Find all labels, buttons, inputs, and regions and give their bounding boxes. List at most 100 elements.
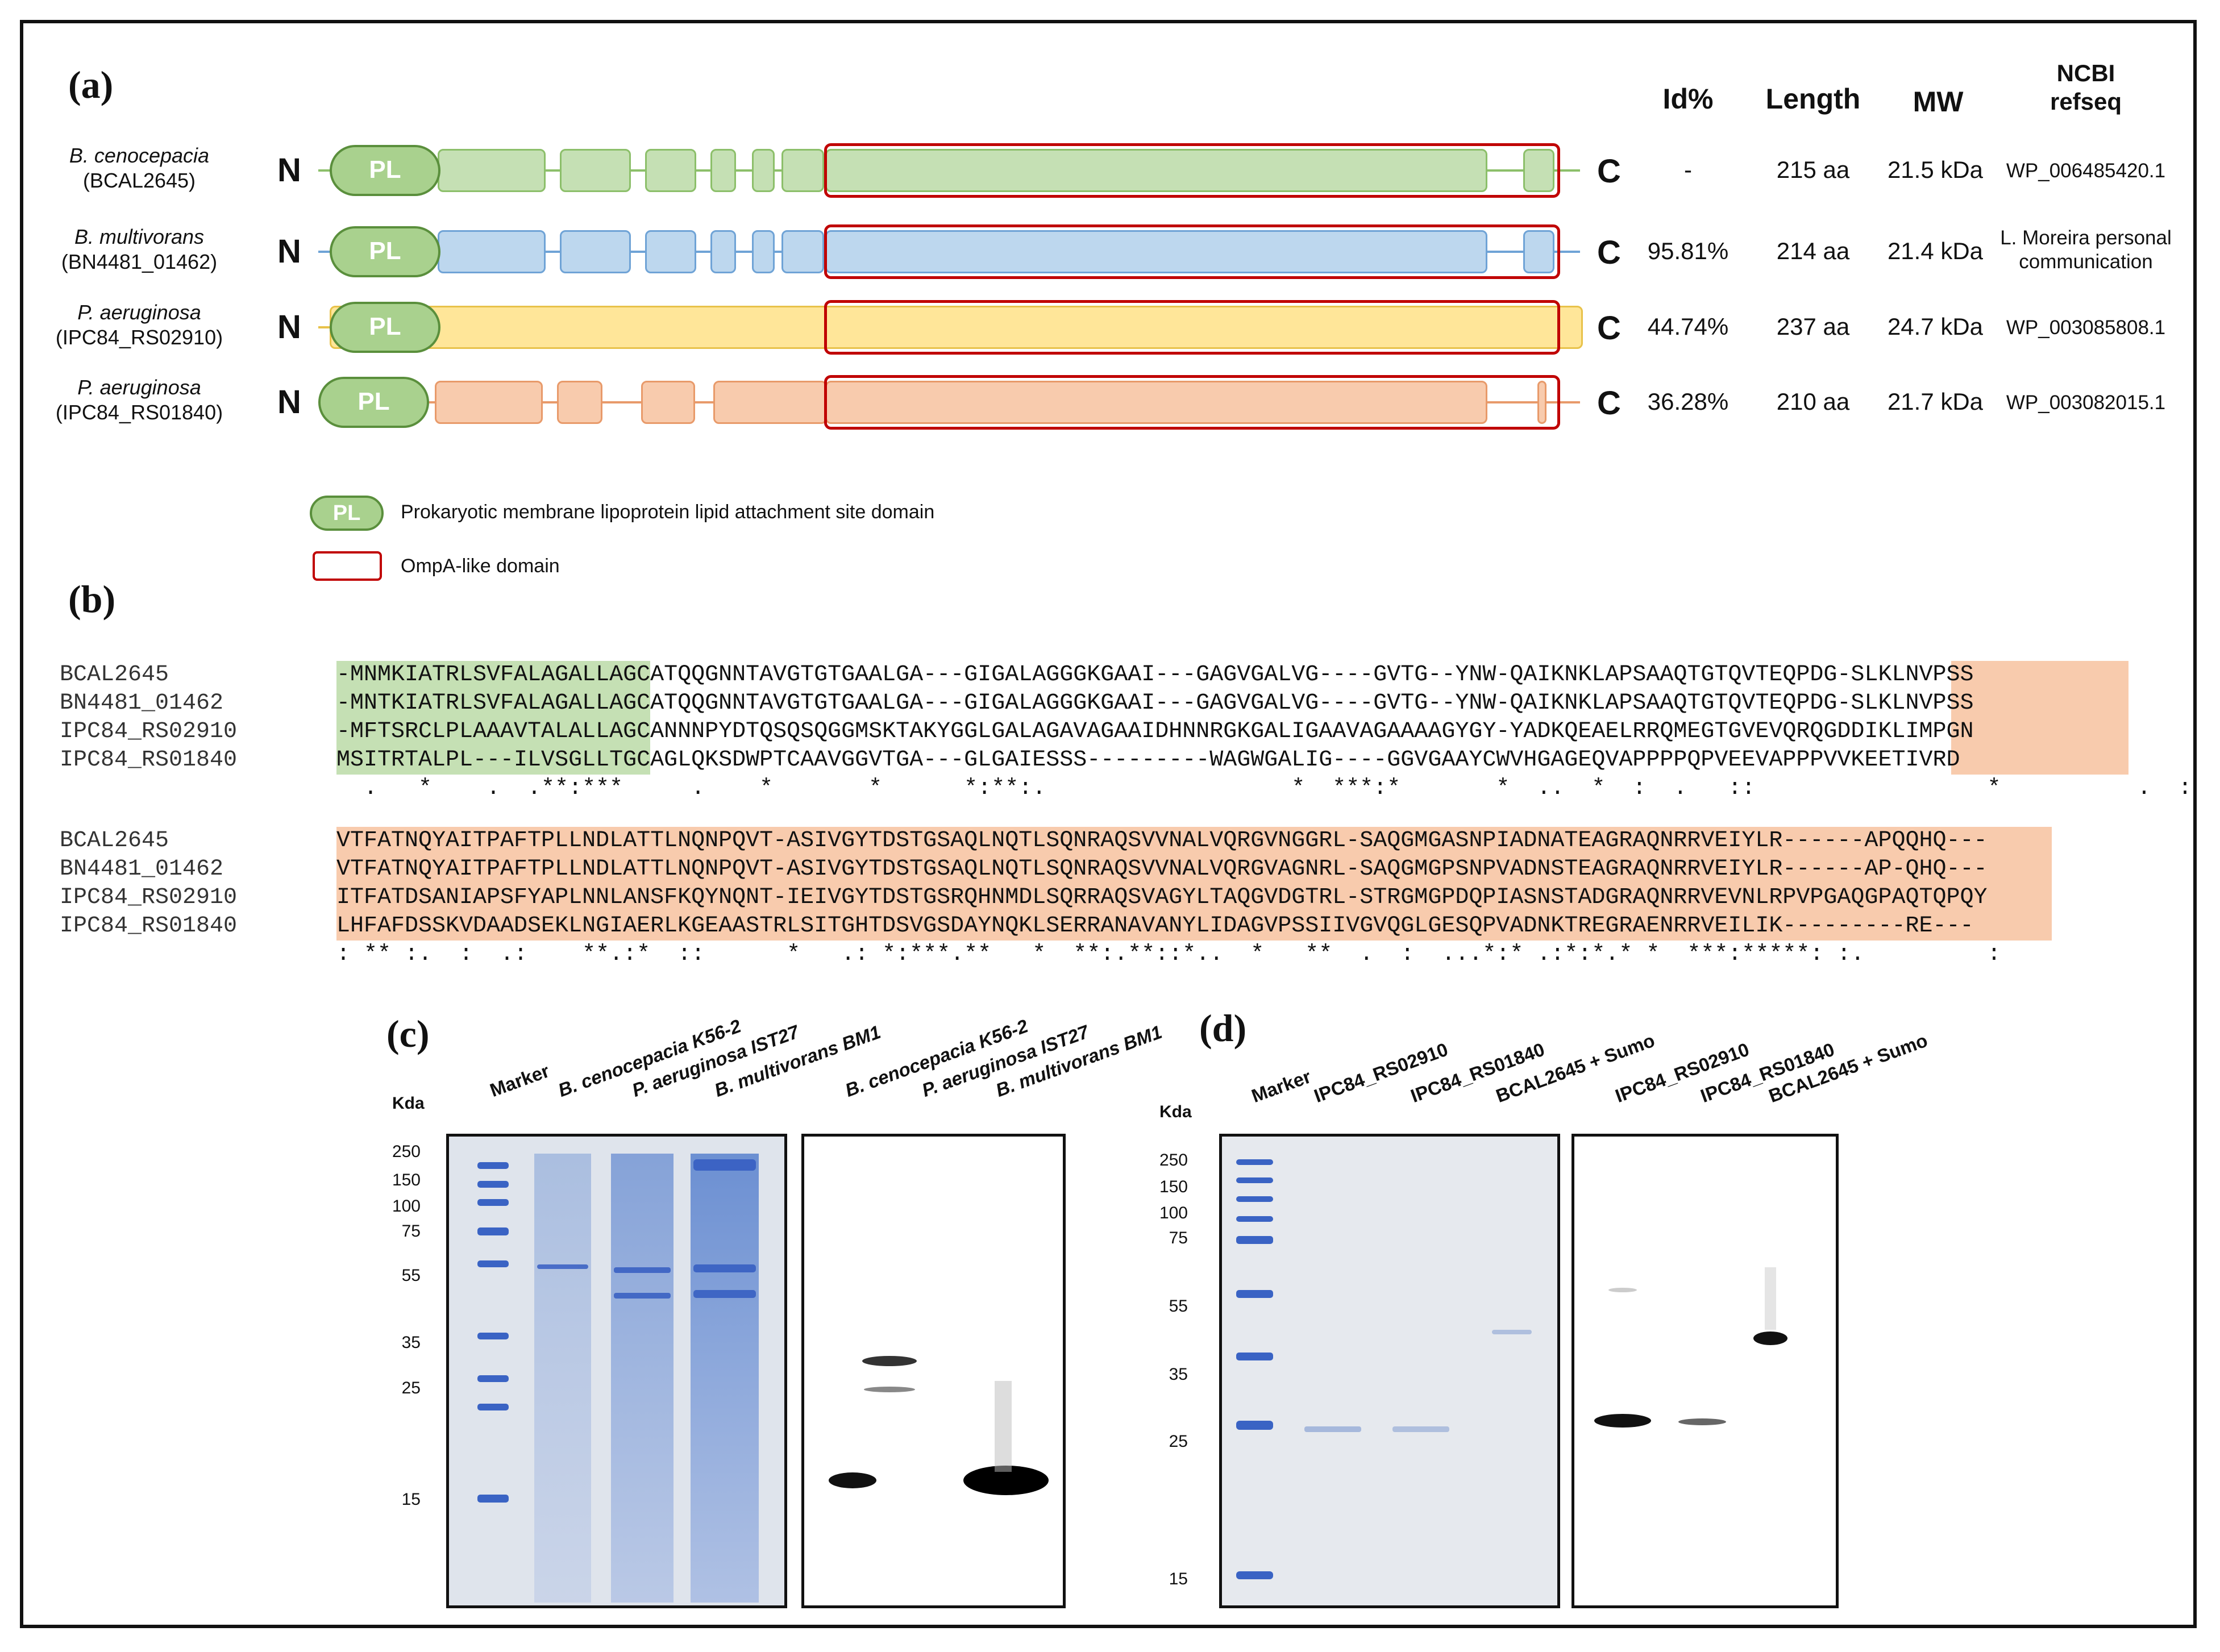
ompa-domain-box [824, 224, 1560, 279]
mw-marker-label: 250 [1159, 1151, 1188, 1170]
refseq-value: WP_003082015.1 [2006, 392, 2166, 414]
pl-domain: PL [318, 377, 429, 428]
pl-domain-label: PL [369, 313, 401, 340]
pl-domain: PL [330, 145, 440, 196]
n-terminus: N [277, 309, 301, 346]
sequence-line: ITFATDSANIAPSFYAPLNNLANSFKQYNQNT-IEIVGYT… [336, 885, 1988, 910]
length-value: 210 aa [1776, 388, 1850, 415]
legend-ompa-swatch [313, 551, 382, 581]
ompa-domain-box [824, 300, 1560, 355]
domain-segment [645, 230, 696, 273]
domain-segment [1523, 230, 1554, 273]
c-terminus: C [1597, 310, 1621, 347]
pl-domain: PL [330, 226, 440, 277]
domain-segment [825, 149, 1487, 192]
kda-label-d: Kda [1159, 1102, 1192, 1121]
panel-c-label: (c) [386, 1012, 430, 1055]
species-name: B. multivorans [74, 225, 205, 248]
domain-segment [781, 149, 824, 192]
identity-value: 44.74% [1647, 313, 1729, 340]
legend-pl-swatch-label: PL [332, 501, 361, 525]
domain-segment [438, 230, 546, 273]
mw-marker-label: 35 [1169, 1365, 1188, 1384]
seq-name: BCAL2645 [60, 828, 169, 854]
mw-marker-label: 75 [401, 1222, 421, 1241]
refseq-value: L. Moreira personal communication [1989, 226, 2182, 274]
domain-segment [713, 381, 827, 424]
domain-segment [560, 149, 631, 192]
mw-marker-label: 55 [1169, 1297, 1188, 1316]
ompa-highlight-block2 [336, 827, 2052, 941]
kda-label-c: Kda [392, 1094, 425, 1113]
seq-name: IPC84_RS02910 [60, 719, 238, 744]
western-blot-c [801, 1134, 1066, 1608]
n-terminus: N [277, 152, 301, 189]
domain-segment [438, 149, 546, 192]
ompa-domain-box [824, 375, 1560, 430]
mw-marker-label: 150 [392, 1171, 421, 1189]
western-blot-d-image [1594, 1267, 1787, 1428]
c-terminus: C [1597, 234, 1621, 271]
protein-name: P. aeruginosa (IPC84_RS02910) [45, 300, 233, 350]
n-terminus: N [277, 384, 301, 421]
sequence-line: -MNTKIATRLSVFALAGALLAGCATQQGNNTAVGTGTGAA… [336, 690, 1974, 716]
mw-marker-label: 100 [392, 1197, 421, 1216]
header-length: Length [1765, 83, 1861, 115]
n-terminus: N [277, 233, 301, 270]
mw-marker-label: 15 [1169, 1570, 1188, 1588]
sequence-line: LHFAFDSSKVDAADSEKLNGIAERLKGEAASTRLSITGHT… [336, 913, 1974, 939]
mw-marker-label: 15 [401, 1490, 421, 1509]
locus-tag: (IPC84_RS02910) [55, 326, 223, 349]
locus-tag: (IPC84_RS01840) [55, 401, 223, 424]
header-id: Id% [1662, 83, 1714, 115]
locus-tag: (BCAL2645) [82, 169, 196, 192]
species-name: P. aeruginosa [77, 301, 201, 324]
seq-name: IPC84_RS01840 [60, 913, 238, 939]
mw-value: 21.4 kDa [1887, 238, 1984, 264]
identity-value: 36.28% [1647, 388, 1729, 415]
species-name: B. cenocepacia [69, 144, 210, 167]
coomassie-gel-c-image [477, 1154, 759, 1603]
western-blot-c-image [829, 1356, 1049, 1495]
protein-name: P. aeruginosa (IPC84_RS01840) [45, 375, 233, 425]
mw-value: 21.5 kDa [1887, 156, 1984, 183]
domain-segment [710, 149, 736, 192]
domain-segment [752, 230, 775, 273]
pl-domain-label: PL [357, 388, 390, 415]
mw-marker-label: 150 [1159, 1177, 1188, 1196]
legend-pl-swatch: PL [310, 496, 384, 531]
seq-name: BN4481_01462 [60, 690, 224, 716]
length-value: 237 aa [1776, 313, 1850, 340]
figure-frame [20, 20, 2197, 1628]
identity-value: - [1684, 156, 1692, 183]
refseq-value: WP_003085808.1 [2006, 317, 2166, 339]
mw-value: 21.7 kDa [1887, 388, 1984, 415]
mw-marker-label: 250 [392, 1142, 421, 1161]
c-terminus: C [1597, 385, 1621, 422]
sequence-line: MSITRTALPL---ILVSGLLTGCAGLQKSDWPTCAAVGGV… [336, 747, 1960, 773]
pl-domain-label: PL [369, 237, 401, 265]
panel-a-label: (a) [68, 63, 114, 106]
domain-segment [435, 381, 543, 424]
ompa-highlight-block1 [1951, 661, 2128, 775]
conservation-line: : ** :. : .: **.:* :: * .: *:***.** * **… [336, 942, 2001, 967]
mw-value: 24.7 kDa [1887, 313, 1984, 340]
domain-segment [1537, 381, 1546, 424]
refseq-value: WP_006485420.1 [2006, 160, 2166, 182]
mw-marker-label: 100 [1159, 1204, 1188, 1222]
domain-segment [330, 306, 1583, 349]
domain-segment [825, 230, 1487, 273]
seq-name: BCAL2645 [60, 662, 169, 688]
protein-name: B. multivorans (BN4481_01462) [45, 224, 233, 274]
domain-segment [752, 149, 775, 192]
mw-marker-label: 55 [401, 1266, 421, 1285]
protein-name: B. cenocepacia (BCAL2645) [45, 143, 233, 193]
coomassie-gel-c [446, 1134, 787, 1608]
ompa-domain-box [824, 143, 1560, 198]
domain-segment [641, 381, 695, 424]
seq-name: BN4481_01462 [60, 856, 224, 882]
pl-domain-label: PL [369, 156, 401, 184]
signal-peptide-highlight [336, 661, 650, 775]
coomassie-gel-d-image [1236, 1159, 1532, 1579]
sequence-line: -MNMKIATRLSVFALAGALLAGCATQQGNNTAVGTGTGAA… [336, 662, 1974, 688]
